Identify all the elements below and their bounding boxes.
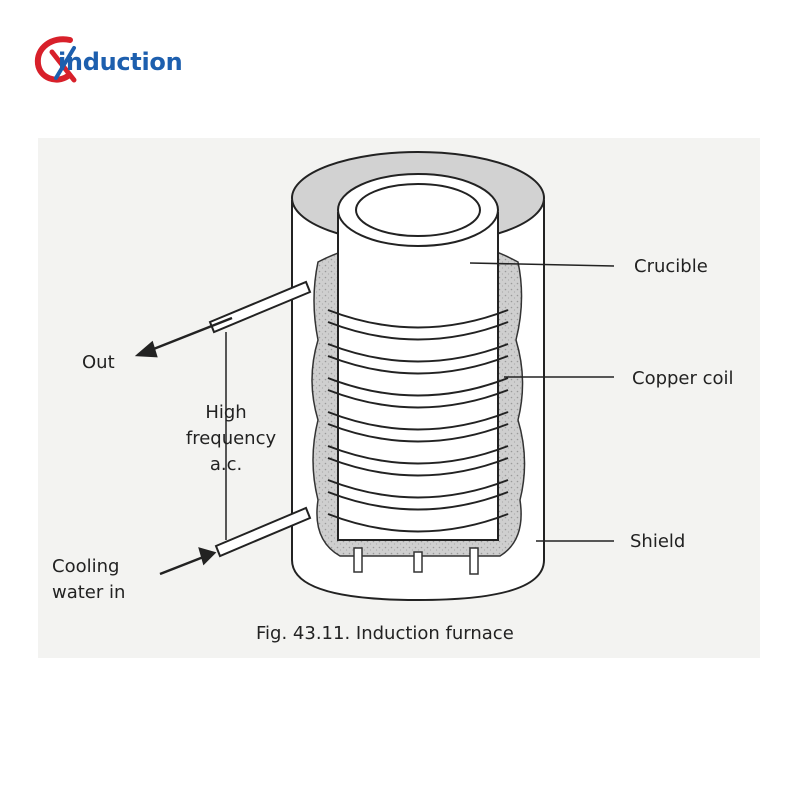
brand-logo: [30, 30, 210, 90]
supports: [353, 547, 479, 575]
label-cooling: Cooling: [52, 556, 120, 577]
label-frequency: frequency: [185, 428, 277, 449]
label-copper-coil: Copper coil: [632, 368, 734, 389]
crucible: [337, 173, 499, 541]
flow-arrows: [134, 316, 233, 576]
label-water-in: water in: [52, 582, 126, 603]
brand-name: induction: [58, 48, 183, 76]
leader-lines: [469, 262, 615, 542]
label-ac: a.c.: [209, 454, 243, 475]
copper-coil: [327, 309, 509, 533]
label-shield: Shield: [630, 531, 686, 552]
label-crucible: Crucible: [634, 256, 708, 277]
label-high: High: [205, 402, 247, 423]
label-out: Out: [82, 352, 115, 373]
coil-leads: [208, 280, 312, 558]
cx-logo-icon: [34, 36, 77, 83]
figure-caption: Fig. 43.11. Induction furnace: [256, 623, 514, 644]
